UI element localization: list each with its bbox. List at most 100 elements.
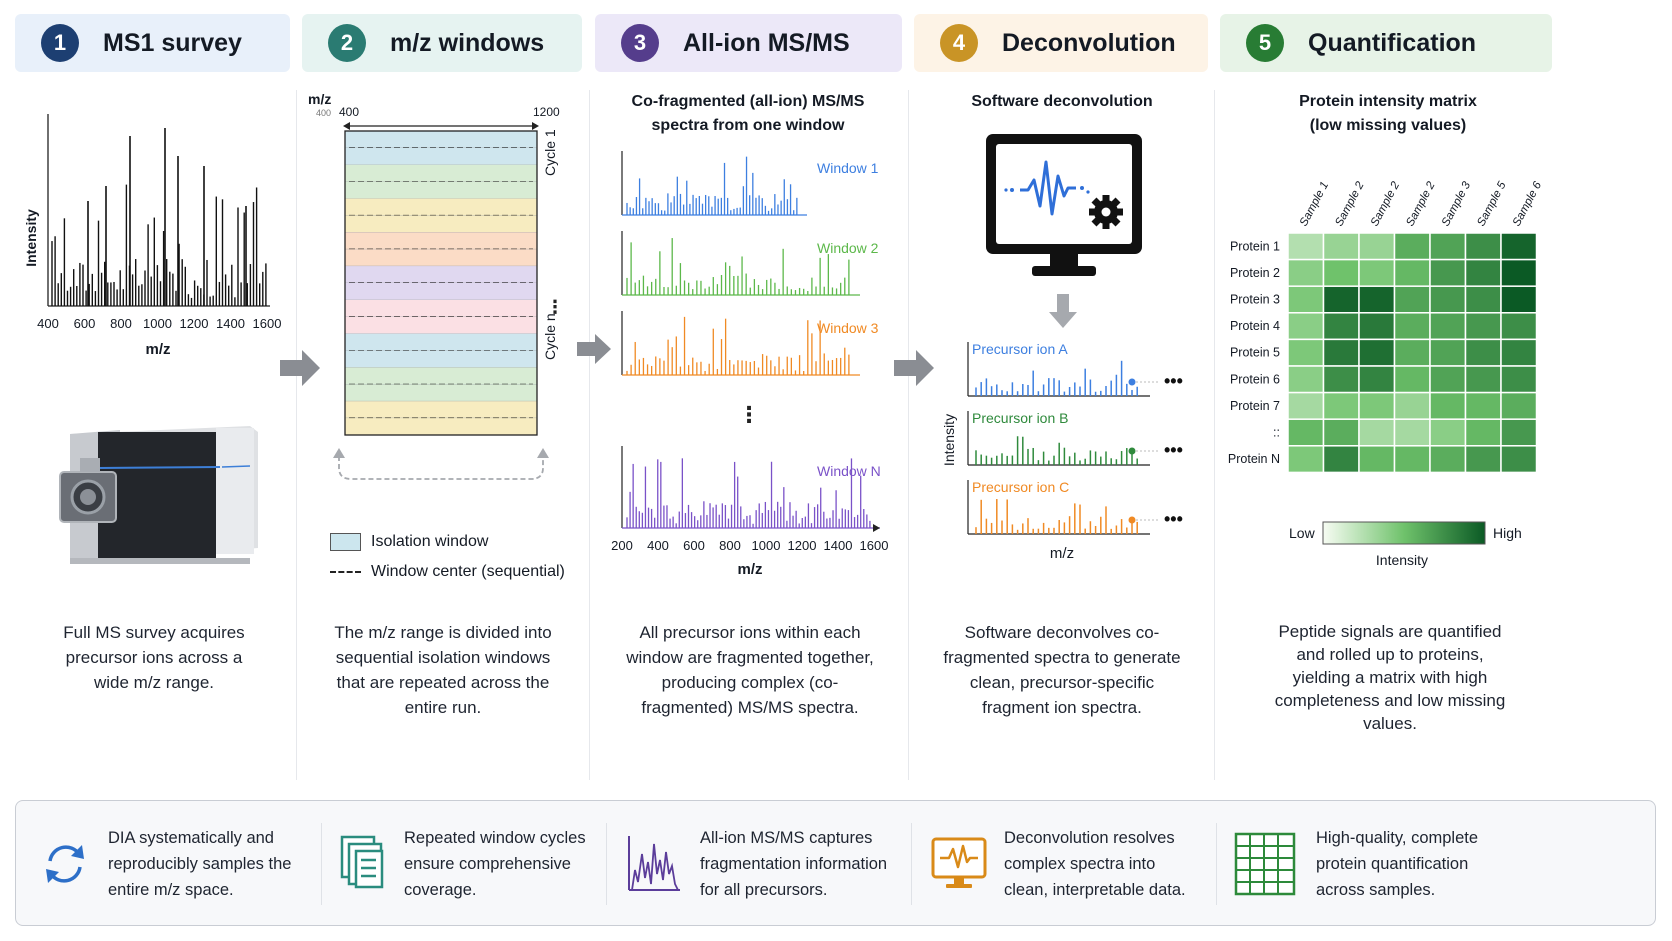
heatmap-cell	[1322, 365, 1360, 394]
allion-tick-label: 200	[611, 538, 633, 553]
sample-label: Sample 3	[1440, 179, 1474, 228]
isolation-window-band	[345, 333, 537, 351]
isolation-window-band	[345, 249, 537, 267]
heatmap-cell	[1322, 232, 1360, 261]
deconv-x-axis-label: m/z	[1050, 545, 1074, 562]
precursor-label: Precursor ion B	[972, 410, 1068, 426]
heatmap-cell	[1358, 418, 1396, 447]
precursor-label: Precursor ion C	[972, 479, 1069, 495]
stage-number-badge: 3	[621, 24, 659, 62]
allion-tick-label: 1400	[824, 538, 853, 553]
heatmap-cell	[1429, 445, 1467, 474]
heatmap-cell	[1393, 365, 1431, 394]
summary-text-5: High-quality, complete protein quantific…	[1316, 829, 1479, 899]
allion-title-line1: Co-fragmented (all-ion) MS/MS	[631, 93, 865, 110]
window-label: Window 2	[817, 240, 879, 256]
window-label: Window 1	[817, 160, 879, 176]
column-divider	[1214, 90, 1215, 780]
heatmap-cell	[1287, 338, 1325, 367]
deconv-title: Software deconvolution	[971, 93, 1153, 110]
windows-frame	[344, 130, 538, 436]
heatmap-cell	[1393, 258, 1431, 287]
heatmap-cell	[1287, 365, 1325, 394]
legend-center-swatch	[330, 571, 361, 573]
legend-isolation-swatch	[330, 533, 361, 551]
heatmap-cell	[1464, 312, 1502, 341]
windows-small-tick: 400	[316, 108, 331, 118]
heatmap-cell	[1287, 232, 1325, 261]
heatmap-cell	[1464, 365, 1502, 394]
sample-label: Sample 6	[1511, 179, 1545, 228]
ms1-tick-label: 1200	[180, 316, 209, 331]
precursor-marker	[1128, 516, 1136, 524]
heatmap-cell	[1393, 418, 1431, 447]
stage-3-caption: All precursor ions within each window ar…	[626, 623, 874, 717]
heatmap-cell	[1358, 312, 1396, 341]
heatmap-cell	[1358, 258, 1396, 287]
heatmap-cell	[1393, 285, 1431, 314]
window-label: Window N	[817, 463, 881, 479]
heatmap-cell	[1464, 391, 1502, 420]
deconvolved-spectra-chart: Intensity •••Precursor ion A•••Precursor…	[941, 341, 1183, 562]
window-bands	[345, 131, 537, 436]
summary-text-1: DIA systematically and reproducibly samp…	[108, 829, 292, 899]
isolation-window-band	[345, 418, 537, 435]
flow-arrow-icon	[280, 350, 320, 386]
stage-number-badge: 2	[328, 24, 366, 62]
precursor-marker	[1128, 378, 1136, 386]
summary-item-4: Deconvolution resolves complex spectra i…	[930, 801, 1230, 927]
heatmap-cell	[1358, 232, 1396, 261]
heatmap-cell	[1500, 312, 1538, 341]
stage-number-badge: 1	[41, 24, 79, 62]
windows-axis-label: m/z	[308, 91, 331, 107]
stage-title: Quantification	[1308, 28, 1477, 57]
summary-item-2: Repeated window cycles ensure comprehens…	[338, 801, 628, 927]
windows-end-label: 1200	[533, 105, 560, 119]
isolation-window-band	[345, 266, 537, 283]
more-indicator: •••	[1164, 371, 1183, 391]
precursor-label: Precursor ion A	[972, 341, 1068, 357]
flow-arrow-icon	[894, 350, 934, 386]
allion-x-axis-label: m/z	[737, 561, 762, 578]
heatmap-cell	[1500, 232, 1538, 261]
heatmap-cell	[1500, 445, 1538, 474]
precursor-marker	[1128, 447, 1136, 455]
isolation-window-band	[345, 367, 537, 385]
stage-header-3: 3 All-ion MS/MS	[595, 14, 902, 72]
allion-tick-label: 1200	[788, 538, 817, 553]
heatmap-cell	[1429, 232, 1467, 261]
ms1-x-axis-label: m/z	[145, 341, 170, 358]
monitor-waveform-icon	[931, 837, 987, 888]
colorbar-intensity-label: Intensity	[1376, 552, 1428, 568]
heatmap-cell	[1500, 338, 1538, 367]
isolation-window-band	[345, 401, 537, 419]
heatmap-cell	[1358, 445, 1396, 474]
heatmap-cells	[1287, 232, 1538, 474]
heatmap-cell	[1287, 312, 1325, 341]
summary-text-4: Deconvolution resolves complex spectra i…	[1004, 829, 1186, 899]
cycle-repeat-arrow	[338, 456, 544, 480]
heatmap-cell	[1429, 338, 1467, 367]
summary-text-2: Repeated window cycles ensure comprehens…	[404, 829, 586, 899]
summary-item-1: DIA systematically and reproducibly samp…	[40, 801, 330, 927]
protein-label: Protein N	[1228, 452, 1280, 466]
isolation-window-band	[345, 232, 537, 250]
window-label: Window 3	[817, 320, 879, 336]
heatmap-cell	[1358, 391, 1396, 420]
heatmap-cell	[1429, 285, 1467, 314]
sample-label: Sample 2	[1333, 179, 1367, 228]
heatmap-cell	[1322, 418, 1360, 447]
heatmap-cell	[1287, 285, 1325, 314]
summary-separator	[911, 823, 912, 905]
heatmap-cell	[1358, 365, 1396, 394]
heatmap-cell	[1464, 418, 1502, 447]
column-divider	[296, 90, 297, 780]
stage-header-5: 5 Quantification	[1220, 14, 1552, 72]
sample-label: Sample 2	[1404, 179, 1438, 228]
stage-1-caption: Full MS survey acquires precursor ions a…	[63, 623, 245, 692]
cycle-ellipsis: ⋮	[546, 297, 564, 317]
allion-spectra: Window 1 Window 2 Window 3 Window N	[621, 151, 881, 532]
summary-separator	[606, 823, 607, 905]
